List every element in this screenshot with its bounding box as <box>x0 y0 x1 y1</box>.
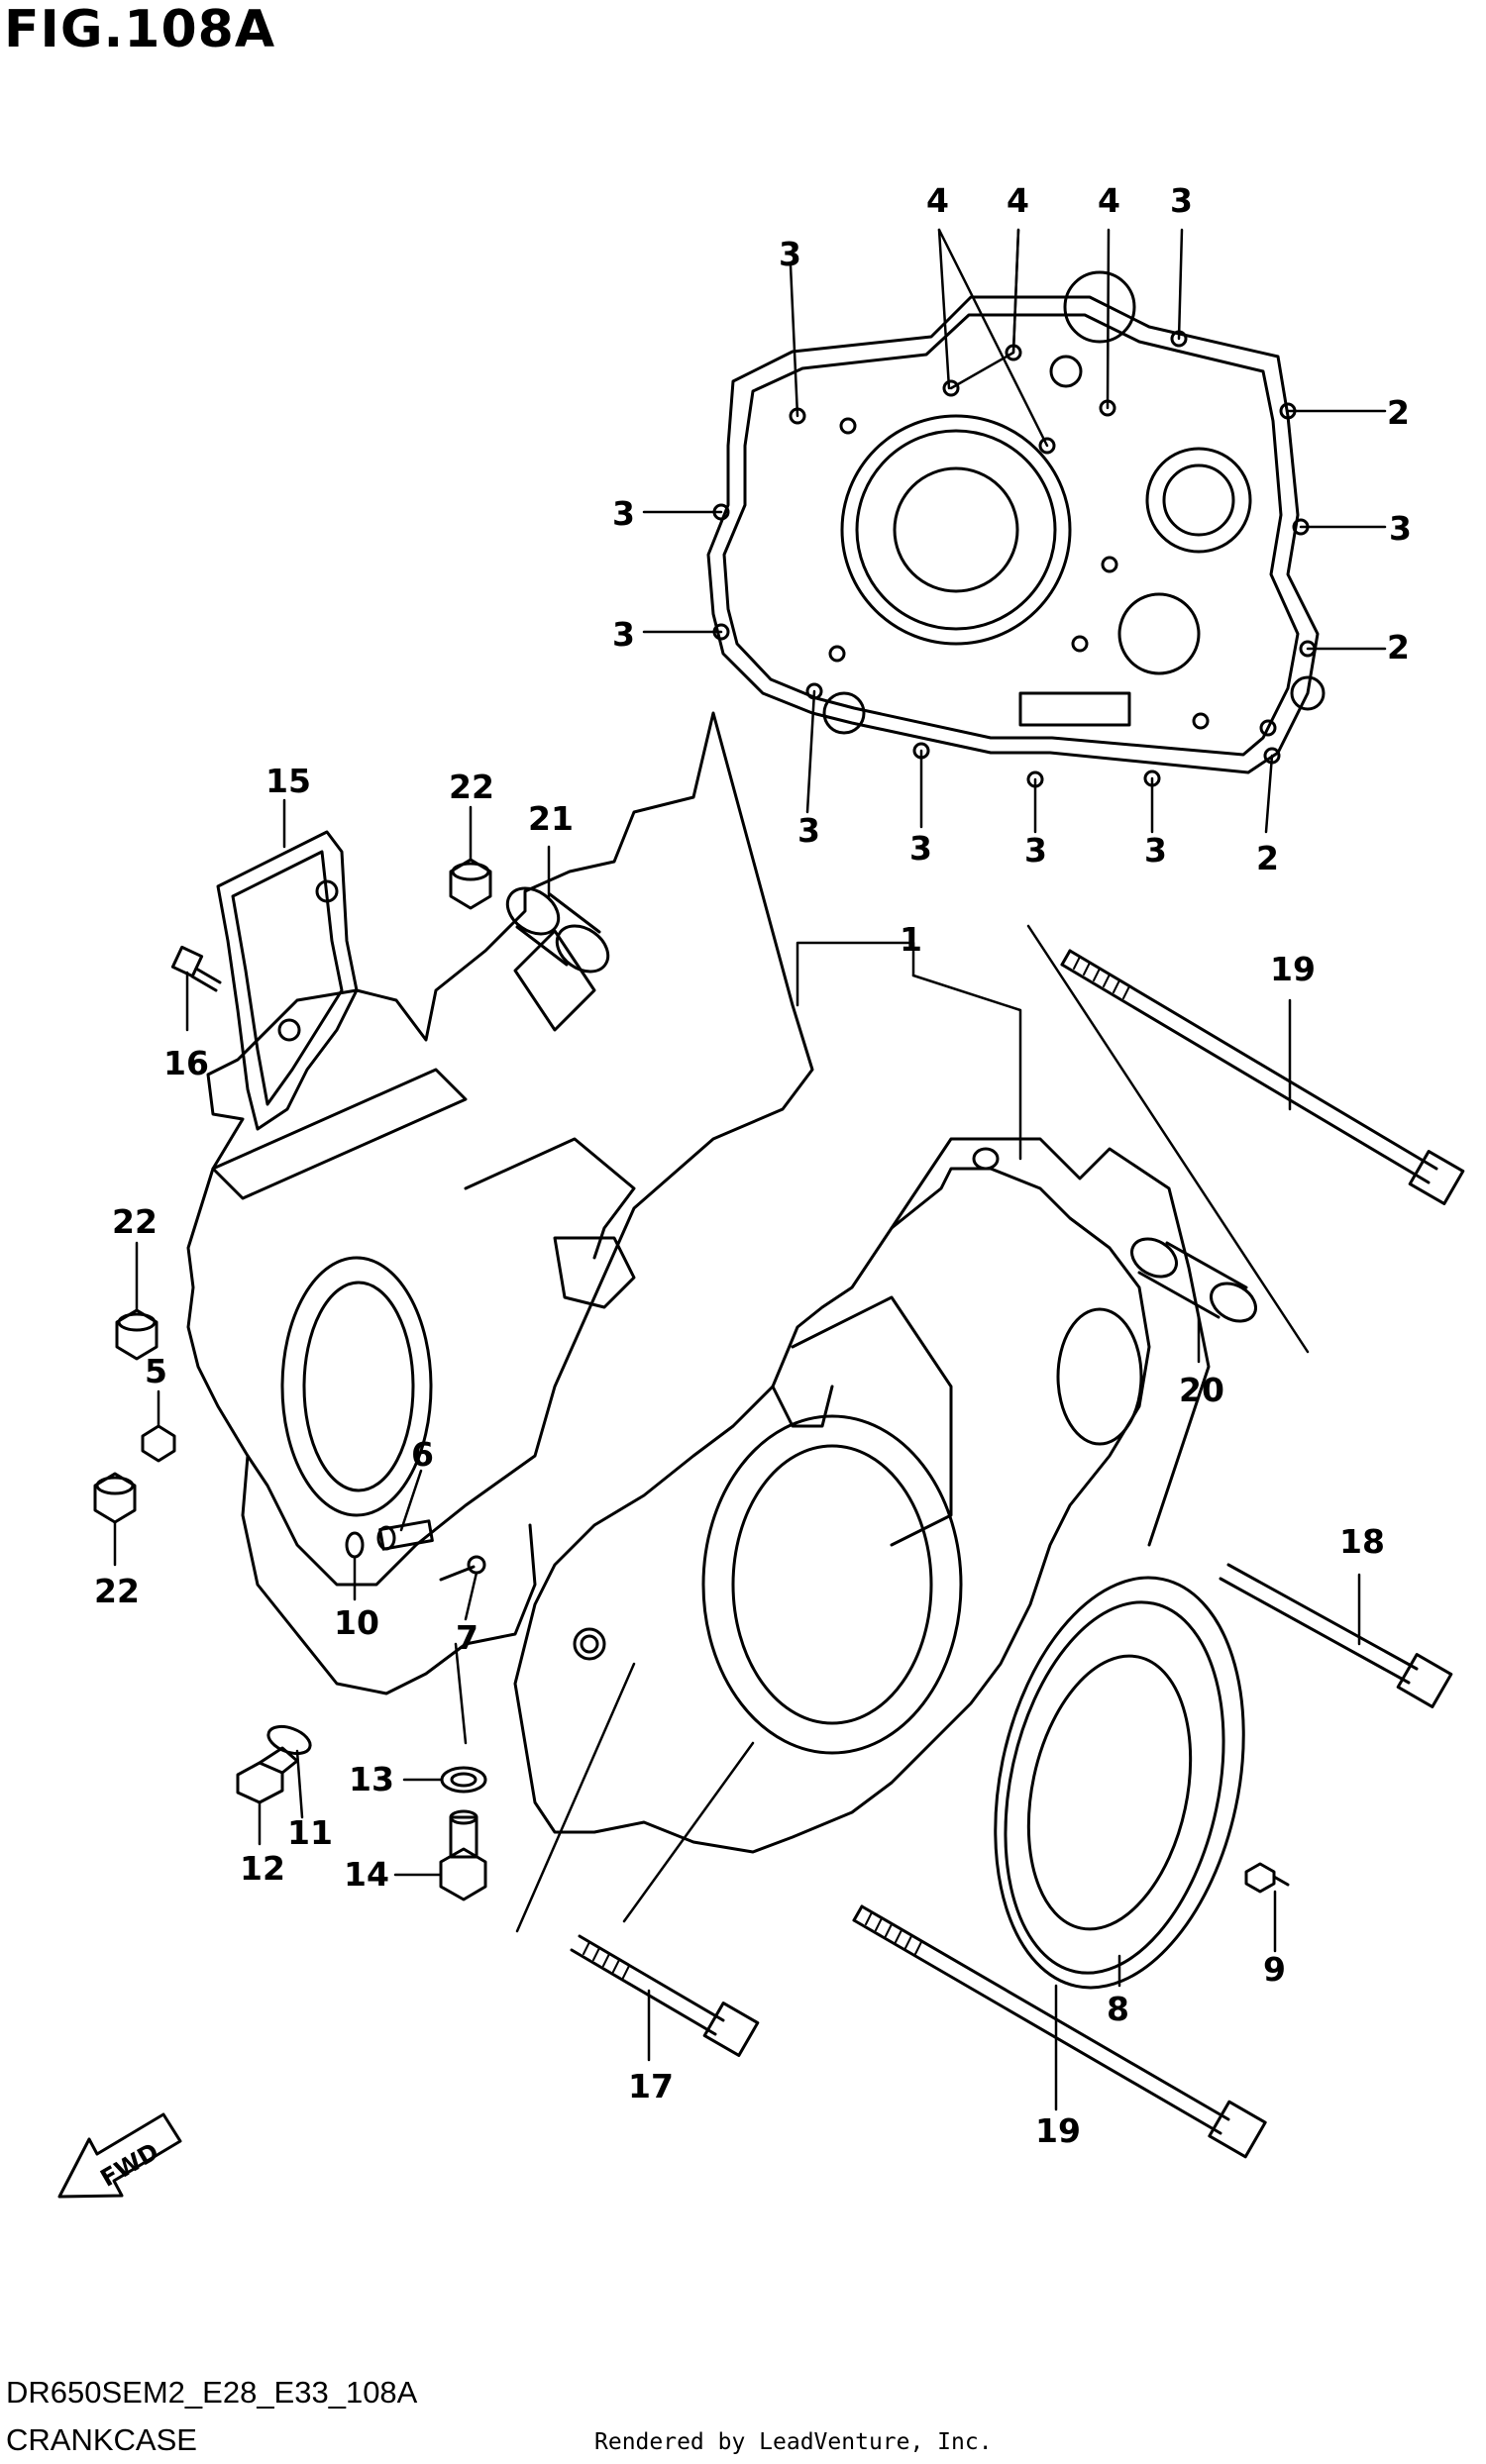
bracket-15-inner <box>231 850 344 1106</box>
callout-3: 3 <box>1024 831 1047 870</box>
bolt-threads <box>583 956 1130 1979</box>
callout-3: 3 <box>797 811 820 850</box>
callout-14: 14 <box>344 1855 389 1894</box>
crankcase-gasket <box>706 270 1326 788</box>
callout-17: 17 <box>628 2067 674 2105</box>
cap-5 <box>141 1424 176 1463</box>
callout-1: 1 <box>900 920 922 959</box>
bolt-9 <box>1244 1862 1290 1894</box>
callout-22: 22 <box>112 1202 158 1241</box>
o-ring-10 <box>345 1531 365 1559</box>
fwd-arrow-icon <box>57 2112 182 2199</box>
callout-3: 3 <box>1170 181 1193 220</box>
washer-13 <box>440 1766 487 1794</box>
callout-19: 19 <box>1035 2111 1081 2150</box>
bolt-19-bottom <box>852 1904 1267 2159</box>
gasket-holes <box>712 330 1317 788</box>
nut-22-top <box>449 858 492 910</box>
callout-11: 11 <box>287 1813 333 1852</box>
model-code: DR650SEM2_E28_E33_108A <box>6 2375 418 2410</box>
crankcase-assembly <box>186 711 1211 1854</box>
callout-2: 2 <box>1387 628 1410 667</box>
callout-4: 4 <box>1007 181 1029 220</box>
callout-4: 4 <box>1098 181 1120 220</box>
callout-3: 3 <box>909 829 932 868</box>
callout-18: 18 <box>1339 1522 1385 1561</box>
plug-12 <box>236 1746 299 1804</box>
callout-21: 21 <box>528 799 574 838</box>
callout-16: 16 <box>163 1044 209 1082</box>
callout-3: 3 <box>1389 509 1412 548</box>
bolt-18 <box>1219 1563 1453 1708</box>
callout-3: 3 <box>1144 831 1167 870</box>
callout-3: 3 <box>612 615 635 654</box>
callout-15: 15 <box>265 762 311 800</box>
callout-6: 6 <box>411 1435 434 1474</box>
oil-seal-cover-8 <box>994 1576 1245 1990</box>
plug-14 <box>439 1809 487 1901</box>
callout-2: 2 <box>1387 393 1410 432</box>
callout-22: 22 <box>449 768 494 806</box>
bracket-hole <box>277 1018 301 1042</box>
callout-20: 20 <box>1179 1371 1224 1409</box>
callout-3: 3 <box>779 235 801 273</box>
dowel-pin-21 <box>505 886 610 974</box>
bolt-19-top <box>1060 949 1465 1205</box>
render-credit: Rendered by LeadVenture, Inc. <box>594 2429 993 2455</box>
callout-2: 2 <box>1256 839 1279 877</box>
dowel-pin-20 <box>1130 1237 1257 1323</box>
bracket-hole <box>315 879 339 903</box>
section-name: CRANKCASE <box>6 2422 197 2457</box>
pin-6 <box>376 1519 434 1551</box>
callout-12: 12 <box>240 1849 285 1888</box>
callout-9: 9 <box>1263 1950 1286 1989</box>
bolt-16 <box>170 945 222 992</box>
screw-7 <box>439 1555 486 1582</box>
leader-lines <box>113 228 1387 2111</box>
callout-13: 13 <box>349 1760 394 1798</box>
callout-3: 3 <box>612 494 635 533</box>
callout-22: 22 <box>94 1572 140 1610</box>
callout-4: 4 <box>926 181 949 220</box>
bolt-17 <box>570 1934 760 2057</box>
callout-10: 10 <box>334 1603 379 1642</box>
figure-title: FIG.108A <box>4 0 276 59</box>
callout-8: 8 <box>1107 1990 1129 2028</box>
callout-5: 5 <box>145 1352 167 1390</box>
callout-19: 19 <box>1270 950 1316 988</box>
callout-7: 7 <box>456 1618 478 1657</box>
nut-22-bottom <box>93 1472 137 1524</box>
bracket-15 <box>216 830 359 1131</box>
